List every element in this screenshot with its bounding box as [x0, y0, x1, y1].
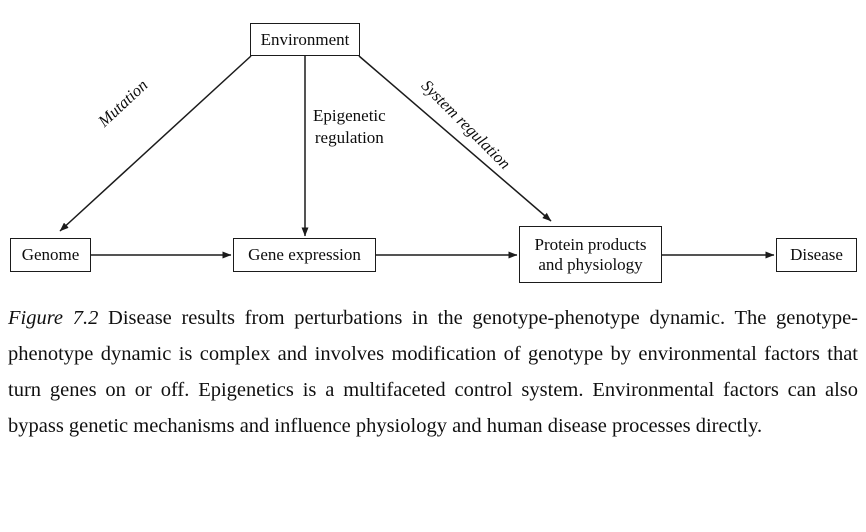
- node-disease[interactable]: Disease: [776, 238, 857, 272]
- edge-environment-protein: [358, 55, 552, 222]
- caption-text: Disease results from perturbations in th…: [8, 307, 858, 437]
- diagram-connectors: [59, 55, 775, 259]
- node-genome[interactable]: Genome: [10, 238, 91, 272]
- node-protein-products[interactable]: Protein products and physiology: [519, 226, 662, 283]
- node-environment[interactable]: Environment: [250, 23, 360, 56]
- node-gene-expression[interactable]: Gene expression: [233, 238, 376, 272]
- caption-figure-number: Figure 7.2: [8, 307, 99, 329]
- edge-label-epigenetic-regulation: Epigenetic regulation: [313, 106, 386, 148]
- diagram-figure: Environment Genome Gene expression Prote…: [10, 23, 857, 283]
- edge-environment-genome: [59, 55, 252, 232]
- figure-caption: Figure 7.2 Disease results from perturba…: [8, 300, 858, 444]
